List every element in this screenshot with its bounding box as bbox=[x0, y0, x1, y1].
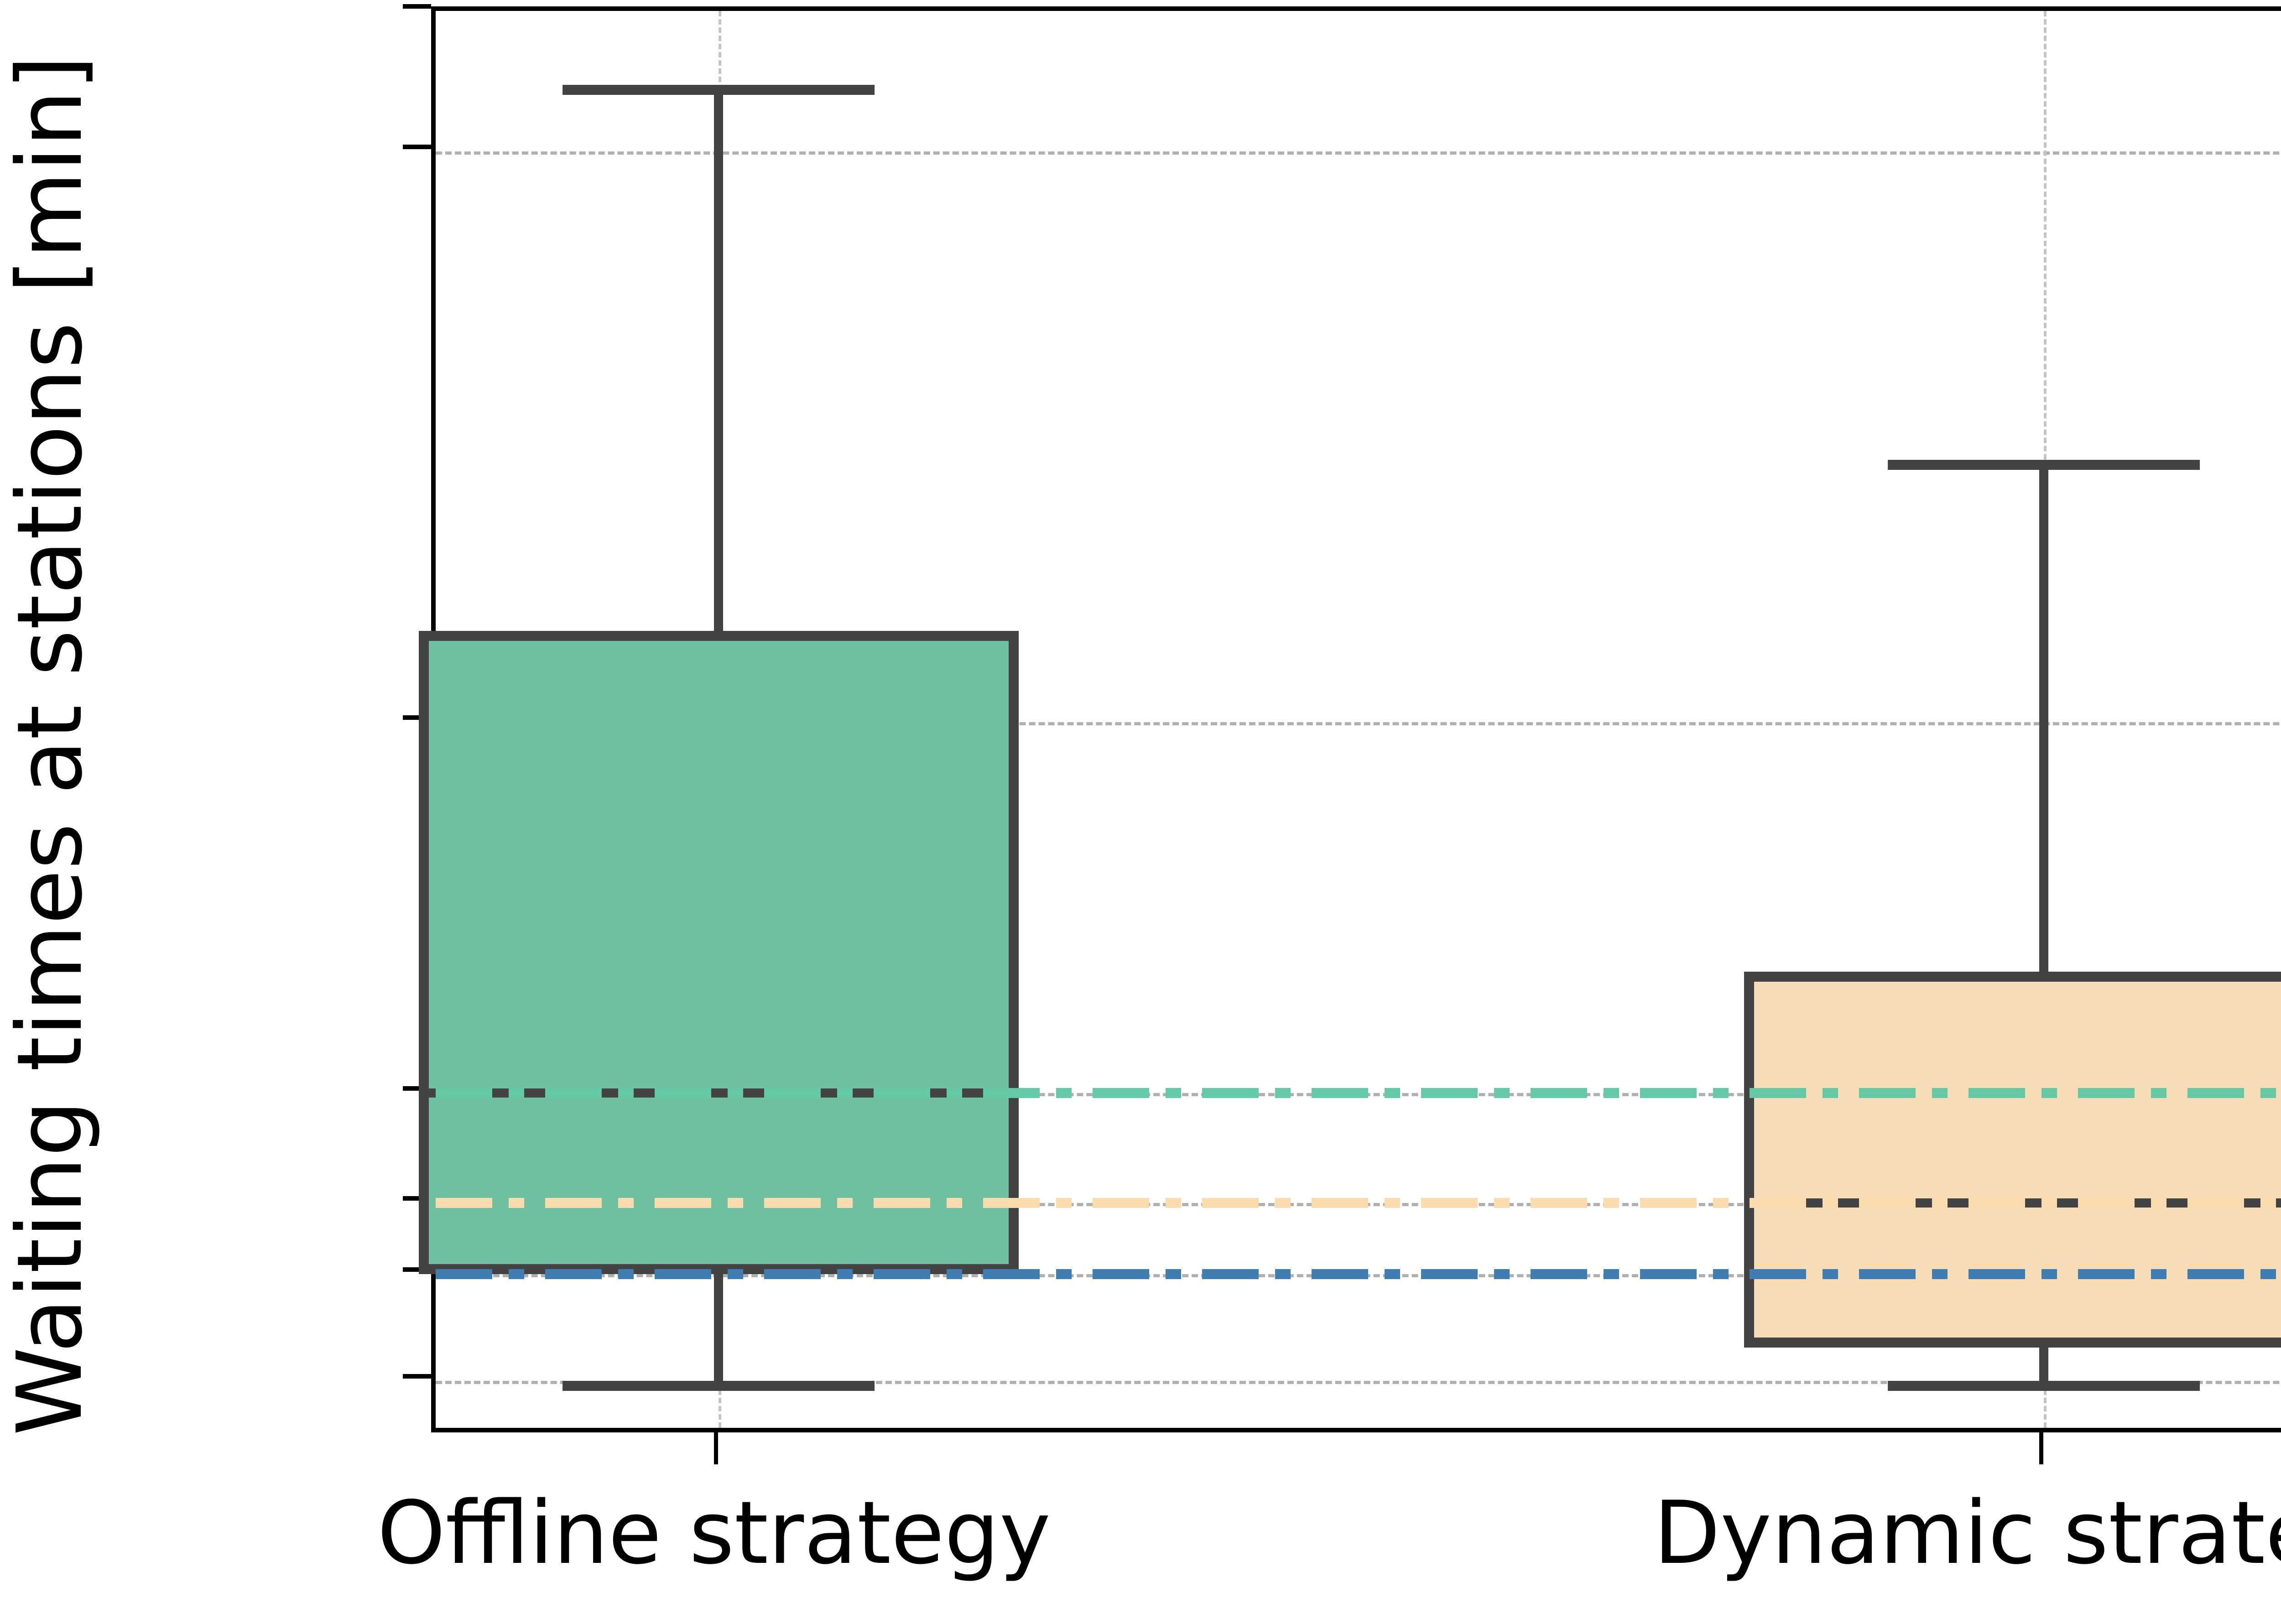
whisker-cap-lower bbox=[1888, 1381, 2200, 1391]
y-tick-mark bbox=[403, 715, 431, 720]
whisker-lower bbox=[714, 1274, 723, 1381]
x-tick-mark bbox=[2039, 1432, 2043, 1464]
y-tick-mark bbox=[403, 4, 431, 9]
gridline-horizontal bbox=[436, 722, 2281, 725]
box-offline bbox=[418, 630, 1019, 1274]
gridline-horizontal bbox=[436, 151, 2281, 155]
whisker-lower bbox=[2039, 1348, 2048, 1381]
x-tick-label-dynamic: Dynamic strategy bbox=[1653, 1483, 2281, 1583]
y-tick-mark bbox=[403, 1267, 431, 1272]
y-tick-mark bbox=[403, 1374, 431, 1379]
plot-area: Median (Offline)Median (Dynamic)Median (… bbox=[418, 6, 2281, 1432]
y-tick-mark bbox=[403, 1196, 431, 1201]
whisker-cap-upper bbox=[1888, 459, 2200, 470]
gridline-horizontal bbox=[436, 1381, 2281, 1384]
whisker-cap-upper bbox=[562, 84, 875, 95]
x-tick-mark bbox=[714, 1432, 718, 1464]
y-tick-mark bbox=[403, 145, 431, 149]
box-dynamic bbox=[1744, 972, 2281, 1348]
whisker-upper bbox=[714, 84, 723, 631]
whisker-cap-lower bbox=[562, 1381, 875, 1391]
y-tick-mark bbox=[403, 1086, 431, 1091]
x-tick-label-offline: Offline strategy bbox=[377, 1483, 1051, 1583]
whisker-upper bbox=[2039, 459, 2048, 972]
y-axis-title: Waiting times at stations [min] bbox=[0, 55, 102, 1436]
